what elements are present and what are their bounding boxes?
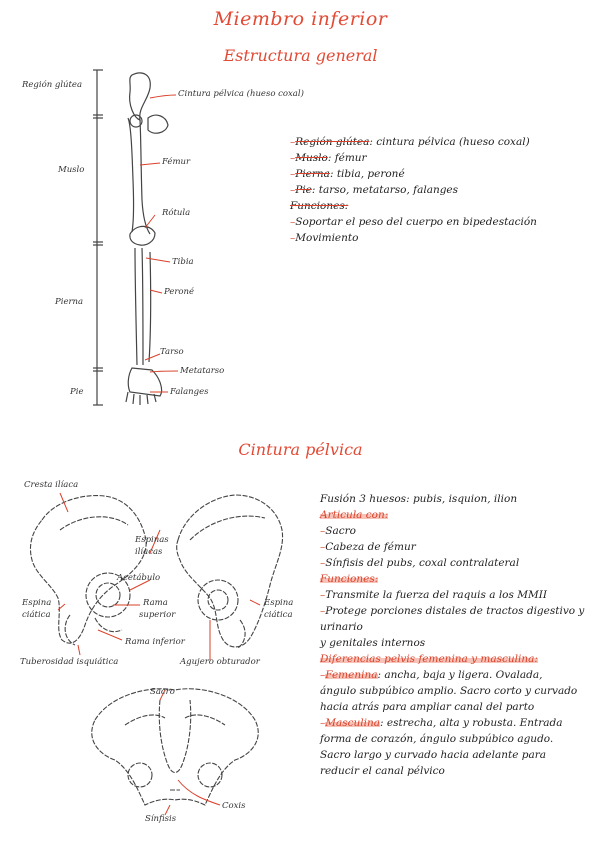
label-espina-ciatica-left-1: Espina: [22, 598, 52, 608]
note-funcion-pelvis-2c: y genitales internos: [320, 637, 426, 649]
label-tibia: Tibia: [172, 257, 194, 267]
label-cresta-iliaca: Cresta ilíaca: [24, 480, 79, 490]
section-title-cintura: Cintura pélvica: [238, 440, 363, 459]
note-articula-2: Cabeza de fémur: [325, 541, 416, 553]
page-title: Miembro inferior: [213, 8, 388, 30]
note-funciones-head: Funciones:: [290, 200, 349, 212]
note-articula-3: Sínfisis del pubs, coxal contralateral: [325, 557, 520, 569]
label-rama-superior-1: Rama: [143, 598, 168, 608]
note-muslo-key: Muslo: [295, 152, 328, 164]
label-region-glutea: Región glútea: [22, 80, 83, 90]
note-muslo-val: : fémur: [327, 152, 367, 164]
note-masculina-1: : estrecha, alta y robusta. Entrada: [380, 717, 563, 729]
note-funcion-1: Soportar el peso del cuerpo en bipedesta…: [295, 216, 537, 228]
note-funcion-2: Movimiento: [295, 232, 359, 244]
note-femenina-1: : ancha, baja y ligera. Ovalada,: [377, 669, 543, 681]
note-diferencias-head: Diferencias pelvis femenina y masculina:: [320, 653, 538, 665]
label-tarso: Tarso: [160, 347, 184, 357]
label-rama-inferior: Rama inferior: [125, 637, 185, 647]
note-masculina-key: Masculina: [325, 717, 381, 729]
note-masculina-4: reducir el canal pélvico: [320, 765, 445, 777]
note-region-glutea-val: : cintura pélvica (hueso coxal): [369, 136, 530, 148]
note-region-glutea-key: Región glútea: [295, 136, 370, 148]
note-femenina-3: hacia atrás para ampliar canal del parto: [320, 701, 535, 713]
label-rotula: Rótula: [162, 208, 191, 218]
note-articula-1: Sacro: [325, 525, 356, 537]
note-pierna-key: Pierna: [295, 168, 330, 180]
note-femenina-2: ángulo subpúbico amplio. Sacro corto y c…: [320, 685, 578, 697]
note-funciones-head-2: Funciones:: [320, 573, 379, 585]
label-sacro: Sacro: [150, 687, 175, 697]
label-cintura-pelvica: Cintura pélvica (hueso coxal): [178, 89, 304, 99]
leg-notes: –Región glútea: cintura pélvica (hueso c…: [290, 136, 537, 244]
note-masculina-3: Sacro largo y curvado hacia adelante par…: [320, 749, 547, 761]
pelvis-notes: Fusión 3 huesos: pubis, isquion, ilion A…: [320, 493, 585, 777]
note-fusion: Fusión 3 huesos: pubis, isquion, ilion: [320, 493, 518, 505]
label-agujero-obturador: Agujero obturador: [180, 657, 260, 667]
note-masculina-2: forma de corazón, ángulo subpúbico agudo…: [320, 733, 554, 745]
label-femur: Fémur: [162, 157, 191, 167]
label-rama-superior-2: superior: [139, 610, 176, 620]
note-pie-key: Pie: [295, 184, 312, 196]
note-pie-val: : tarso, metatarso, falanges: [311, 184, 459, 196]
label-espina-ciatica-right-2: ciática: [264, 610, 293, 620]
label-sinfisis: Sínfisis: [145, 814, 177, 824]
note-funcion-pelvis-2a: Protege porciones distales de tractos di…: [325, 605, 585, 617]
label-coxis: Coxis: [222, 801, 246, 811]
label-pie: Pie: [70, 387, 84, 397]
label-espinas-iliacas-2: ilíacas: [135, 547, 163, 557]
note-funcion-pelvis-1: Transmite la fuerza del raquis a los MMI…: [325, 589, 548, 601]
note-femenina-key: Femenina: [325, 669, 378, 681]
label-falanges: Falanges: [170, 387, 209, 397]
label-espina-ciatica-left-2: ciática: [22, 610, 51, 620]
section-title-estructura: Estructura general: [223, 46, 378, 65]
label-tuberosidad-isquiatica: Tuberosidad isquiática: [20, 657, 119, 667]
label-espinas-iliacas-1: Espinas: [135, 535, 169, 545]
label-acetabulo: Acetábulo: [117, 573, 161, 583]
note-articula-head: Articula con:: [320, 509, 389, 521]
note-pierna-val: : tibia, peroné: [329, 168, 405, 180]
label-muslo: Muslo: [58, 165, 85, 175]
label-metatarso: Metatarso: [180, 366, 225, 376]
label-pierna: Pierna: [55, 297, 84, 307]
label-perone: Peroné: [164, 287, 195, 297]
label-espina-ciatica-right-1: Espina: [264, 598, 294, 608]
note-funcion-pelvis-2b: urinario: [320, 621, 363, 633]
